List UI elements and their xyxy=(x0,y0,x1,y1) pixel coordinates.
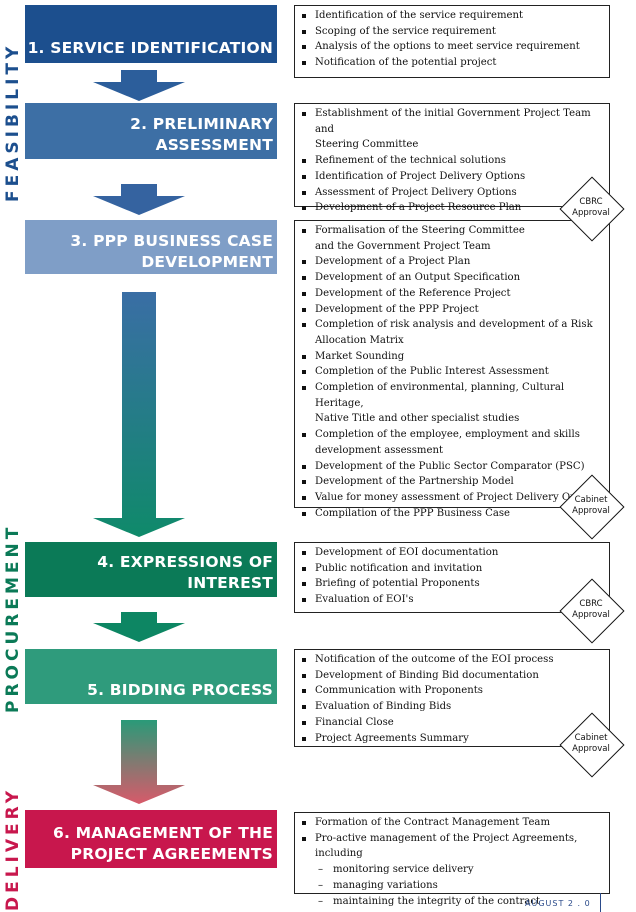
bullet-list: Formation of the Contract Management Tea… xyxy=(295,813,609,909)
arrow-3 xyxy=(93,292,185,537)
stage-title-line: 6. MANAGEMENT OF THE xyxy=(52,824,273,842)
list-item: Notification of the outcome of the EOI p… xyxy=(302,652,603,668)
bullet-list: Identification of the service requiremen… xyxy=(295,6,609,71)
bullet-list: Notification of the outcome of the EOI p… xyxy=(295,650,609,746)
list-item: Compilation of the PPP Business Case xyxy=(302,506,603,522)
list-item: managing variations xyxy=(315,878,603,894)
list-item: Identification of Project Delivery Optio… xyxy=(302,169,603,185)
list-item: Development of EOI documentation xyxy=(302,545,603,561)
arrow-2 xyxy=(93,184,185,215)
list-item: Formation of the Contract Management Tea… xyxy=(302,815,603,831)
list-item: Project Agreements Summary xyxy=(302,731,603,747)
bullet-list: Establishment of the initial Government … xyxy=(295,104,609,216)
footer-divider xyxy=(600,893,601,912)
arrow-4 xyxy=(93,612,185,642)
page-footer: AUGUST 2 . 0 xyxy=(525,899,591,908)
list-item: Briefing of potential Proponents xyxy=(302,576,603,592)
list-item: Assessment of Project Delivery Options xyxy=(302,185,603,201)
list-item: Analysis of the options to meet service … xyxy=(302,39,603,55)
list-item: Development of a Project Resource Plan xyxy=(302,200,603,216)
stage-1-title: 1. SERVICE IDENTIFICATION xyxy=(25,5,277,63)
list-item: Public notification and invitation xyxy=(302,561,603,577)
stage-title-line: 1. SERVICE IDENTIFICATION xyxy=(27,39,273,57)
stage-1-box: Identification of the service requiremen… xyxy=(294,5,610,78)
list-item: and the Government Project Team xyxy=(315,240,491,252)
stage-title-line: 2. PRELIMINARY ASSESSMENT xyxy=(130,115,273,154)
stage-6-title: 6. MANAGEMENT OF THE PROJECT AGREEMENTS xyxy=(25,810,277,868)
list-item: Allocation Matrix xyxy=(315,334,404,346)
list-item: Native Title and other specialist studie… xyxy=(315,413,520,425)
stage-title-line: 3. PPP BUSINESS CASE xyxy=(70,232,273,250)
stage-title-line: DEVELOPMENT xyxy=(141,253,273,271)
list-item: Refinement of the technical solutions xyxy=(302,153,603,169)
list-item: Development of the Partnership Model xyxy=(302,474,603,490)
stage-6-box: Formation of the Contract Management Tea… xyxy=(294,812,610,909)
arrow-5 xyxy=(93,720,185,804)
list-item: Notification of the potential project xyxy=(302,55,603,71)
stage-5-box: Notification of the outcome of the EOI p… xyxy=(294,649,610,747)
stage-title-line: 4. EXPRESSIONS OF INTEREST xyxy=(97,553,273,592)
list-item: development assessment xyxy=(315,444,444,456)
list-item: Completion of the employee, employment a… xyxy=(302,427,603,443)
list-item: Development of the Public Sector Compara… xyxy=(302,459,603,475)
stage-3-title: 3. PPP BUSINESS CASE DEVELOPMENT xyxy=(25,220,277,274)
list-item: Development of an Output Specification xyxy=(302,270,603,286)
list-item: monitoring service delivery xyxy=(315,862,603,878)
list-item: Establishment of the initial Government … xyxy=(302,106,603,137)
list-item: Development of a Project Plan xyxy=(302,254,603,270)
list-item: Evaluation of Binding Bids xyxy=(302,699,603,715)
list-item: Financial Close xyxy=(302,715,603,731)
stage-4-title: 4. EXPRESSIONS OF INTEREST xyxy=(25,542,277,597)
list-item: Completion of environmental, planning, C… xyxy=(302,380,603,411)
list-item: Identification of the service requiremen… xyxy=(302,8,603,24)
list-item: Scoping of the service requirement xyxy=(302,24,603,40)
list-item: Development of Binding Bid documentation xyxy=(302,668,603,684)
list-item: Completion of risk analysis and developm… xyxy=(302,317,603,333)
list-item: Development of the PPP Project xyxy=(302,302,603,318)
stage-title-line: 5. BIDDING PROCESS xyxy=(87,681,273,699)
list-item: maintaining the integrity of the contrac… xyxy=(315,894,603,910)
stage-title-line: PROJECT AGREEMENTS xyxy=(70,845,273,863)
stage-2-box: Establishment of the initial Government … xyxy=(294,103,610,213)
arrow-1 xyxy=(93,70,185,101)
list-item: Completion of the Public Interest Assess… xyxy=(302,364,603,380)
list-item: Formalisation of the Steering Committee xyxy=(302,223,603,239)
list-item: Communication with Proponents xyxy=(302,683,603,699)
list-item: Value for money assessment of Project De… xyxy=(302,490,603,506)
stage-5-title: 5. BIDDING PROCESS xyxy=(25,649,277,704)
list-item: Pro-active management of the Project Agr… xyxy=(302,831,603,862)
list-item: Steering Committee xyxy=(315,139,419,151)
list-item: Market Sounding xyxy=(302,349,603,365)
stage-2-title: 2. PRELIMINARY ASSESSMENT xyxy=(25,103,277,159)
list-item: Development of the Reference Project xyxy=(302,286,603,302)
list-item: Evaluation of EOI's xyxy=(302,592,603,608)
